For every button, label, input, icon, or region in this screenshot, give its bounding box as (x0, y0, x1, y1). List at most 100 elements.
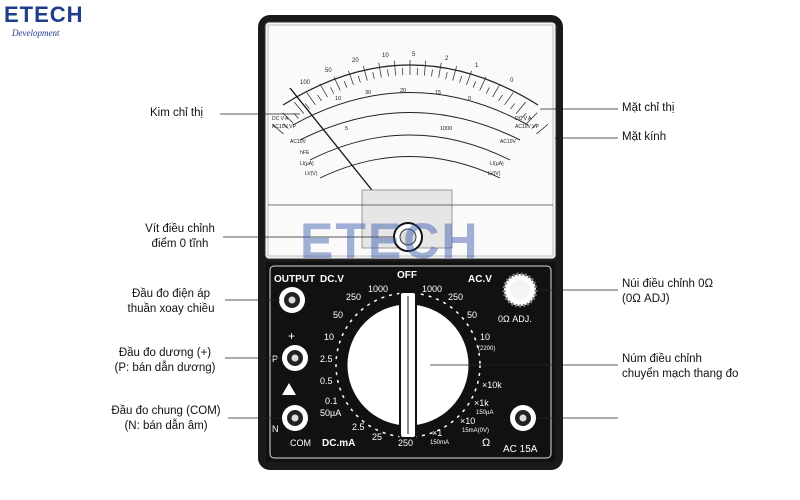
label-acv: AC.V (468, 274, 492, 285)
dcv-range: 50 (333, 310, 343, 320)
scale-tick (479, 76, 487, 91)
scale-tick (472, 80, 477, 88)
scale-tick (452, 66, 457, 81)
label-ohm: Ω (482, 437, 490, 449)
label-dcv: DC.V (320, 274, 344, 285)
callout-scale-plate: Mặt chỉ thị (622, 101, 674, 116)
callout-output-line1: Đầu đo điện áp (131, 288, 210, 300)
scale-arc-3 (299, 112, 521, 141)
dcv-range: 2.5 (320, 354, 333, 364)
label-ac15a: AC 15A (503, 444, 538, 455)
scale-arc-2 (292, 92, 529, 126)
scale-label: DC V A (272, 116, 289, 122)
scale-tick (357, 75, 361, 83)
ohm-range: 150mA (430, 440, 449, 446)
scale-label: LI(µA) (490, 161, 504, 167)
dcv-range: 10 (324, 332, 334, 342)
watermark: ETECH (300, 213, 480, 269)
scale-tick (348, 70, 354, 86)
scale-tick (343, 80, 348, 88)
callout-range-line1: Núm điều chỉnh (622, 353, 702, 365)
scale-tick (485, 87, 490, 94)
scale-tick (515, 101, 526, 114)
label-dcma: DC.mA (322, 438, 355, 449)
callout-range-switch: Núm điều chỉnh chuyển mạch thang đo (622, 352, 738, 382)
warning-triangle-icon (282, 383, 296, 395)
acv-range: 250 (448, 292, 463, 302)
dcma-range: 2.5 (352, 422, 365, 432)
acv-range: 10 (480, 332, 490, 342)
callout-com-line2: (N: bán dẫn âm) (124, 420, 208, 432)
positive-jack-pin (291, 354, 299, 362)
scale-tick (438, 62, 442, 78)
scale-tick (521, 112, 527, 119)
scale-tick (306, 92, 316, 106)
scale-tick (526, 112, 538, 124)
callout-screw-line2: điểm 0 tĩnh (151, 238, 209, 250)
ohm-range: ×1k (474, 398, 489, 408)
scale-tick (498, 94, 503, 102)
scale-arc-5 (319, 156, 501, 179)
callout-screw-line1: Vít điều chỉnh (145, 223, 215, 235)
scale-tick (393, 60, 396, 76)
callout-output-line2: thuần xoay chiều (127, 303, 215, 315)
scale-tick (363, 66, 368, 81)
scale-number: 50 (325, 68, 332, 74)
callout-glass-text: Mặt kính (622, 131, 667, 143)
etech-logo: ETECH Development (4, 2, 124, 42)
scale-number: 5 (345, 126, 348, 132)
scale-tick (445, 72, 448, 79)
scale-label: LV(V) (305, 171, 318, 177)
dcv-range: 1000 (368, 284, 388, 294)
scale-tick (504, 92, 514, 106)
scale-label: AC10V (500, 139, 517, 145)
dcv-range: 0.1 (325, 396, 338, 406)
scale-tick (459, 75, 463, 83)
scale-tick (333, 76, 341, 91)
scale-number: 10 (382, 53, 389, 59)
ohm-range: 150µA (476, 410, 493, 416)
scale-number: 0 (510, 78, 514, 84)
scale-tick (492, 83, 501, 98)
scale-tick (531, 123, 538, 129)
ohm-range: ×1 (432, 428, 442, 438)
callout-needle-text: Kim chỉ thị (150, 107, 204, 119)
scale-number: 100 (300, 80, 311, 86)
callout-output-jack: Đầu đo điện áp thuần xoay chiều (118, 287, 224, 317)
logo-subtitle: Development (12, 28, 60, 38)
label-n: N (272, 424, 279, 434)
scale-label: hFE (300, 150, 310, 156)
label-ohm-adj: 0Ω ADJ. (498, 314, 532, 324)
scale-tick (510, 103, 515, 110)
callout-com-line1: Đầu đo chung (COM) (111, 405, 221, 417)
callout-com-jack: Đầu đo chung (COM) (N: bán dẫn âm) (104, 404, 228, 434)
scale-label: AC10V VP (272, 124, 297, 130)
scale-tick (466, 70, 472, 86)
callout-glass: Mặt kính (622, 130, 666, 145)
scale-tick (424, 60, 427, 76)
ohm-range: ×10 (460, 416, 475, 426)
acv-range: (2200) (478, 346, 495, 352)
scale-label: AC10V VP (515, 124, 540, 130)
scale-ticks (271, 60, 549, 135)
callout-ohm-line2: (0Ω ADJ) (622, 293, 670, 305)
logo-brand: ETECH (4, 2, 84, 27)
dcma-range: 25 (372, 432, 382, 442)
dcv-range: 0.5 (320, 376, 333, 386)
scale-tick (282, 123, 289, 129)
callout-zero-adjust-screw: Vít điều chỉnh điểm 0 tĩnh (138, 222, 222, 252)
callout-range-line2: chuyển mạch thang đo (622, 368, 739, 380)
scale-number: 10 (335, 96, 341, 102)
scale-tick (330, 87, 335, 94)
screw-inner (399, 228, 417, 246)
ohm-range: ×10k (482, 380, 502, 390)
output-jack-pin (288, 296, 296, 304)
scale-tick (378, 62, 382, 78)
scale-tick (317, 94, 322, 102)
label-off: OFF (397, 270, 417, 281)
scale-number: 30 (365, 90, 371, 96)
dcv-range: 50µA (320, 408, 341, 418)
scale-tick (305, 103, 310, 110)
callout-needle: Kim chỉ thị (150, 106, 203, 121)
scale-tick (372, 72, 375, 79)
